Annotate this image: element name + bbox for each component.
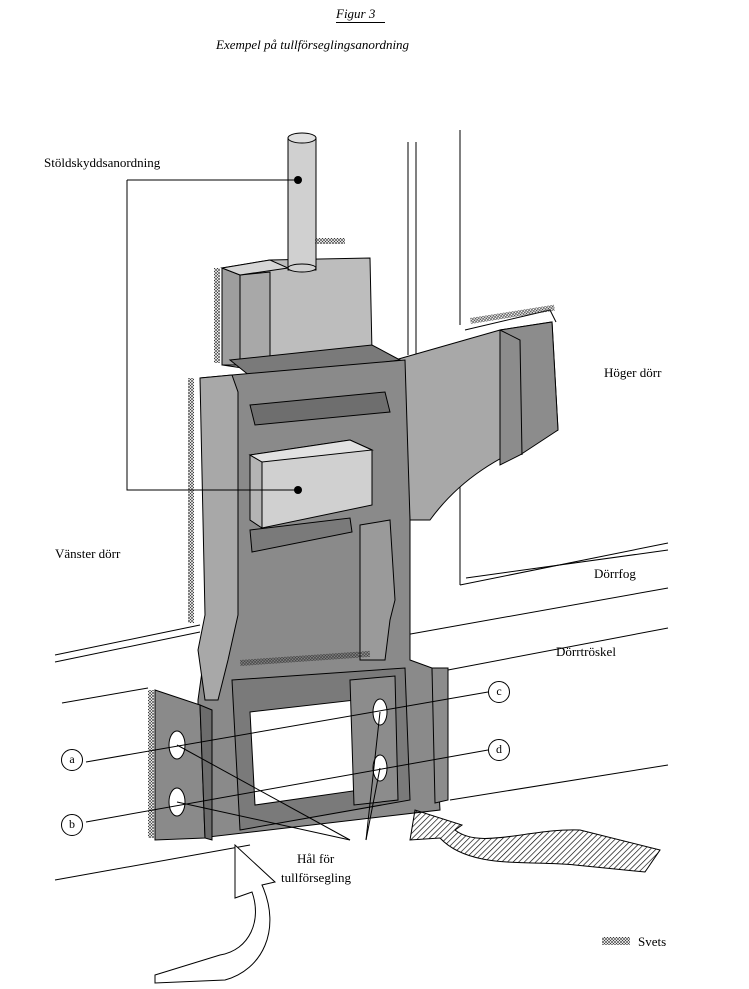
figure-number: Figur 3 [336,6,386,23]
door-joint-label: Dörrfog [594,566,636,581]
rod [287,132,317,273]
weld-mark [240,650,371,666]
weld-mark [214,268,220,363]
weld-mark [470,304,555,324]
antitheft-block-lower [248,439,374,529]
holes-label-line2: tullförsegling [281,870,352,885]
antitheft-block-top [220,257,402,381]
callout-b: b [61,814,83,836]
door-frame-lines [54,130,669,881]
arrow-hatched [409,809,661,873]
weld-marks [148,238,630,945]
antitheft-label: Stöldskyddsanordning [44,155,161,170]
callout-d: d [488,739,510,761]
weld-mark [148,690,154,838]
leader-dots [294,176,302,494]
holes-label-line1: Hål för [297,851,335,866]
callout-c: c [488,681,510,703]
figure-title: Exempel på tullförseglingsanordning [216,37,410,52]
callout-a: a [61,749,83,771]
leader-lines [85,179,489,841]
weld-legend-label: Svets [638,934,667,949]
door-sill-label: Dörrtröskel [556,644,616,659]
right-door-label: Höger dörr [604,365,662,380]
arrow-hollow [154,843,277,984]
weld-mark [188,378,194,623]
weld-legend-swatch [602,937,630,945]
right-door-bracket [394,309,559,521]
left-door-label: Vänster dörr [55,546,121,561]
weld-mark [315,238,345,244]
